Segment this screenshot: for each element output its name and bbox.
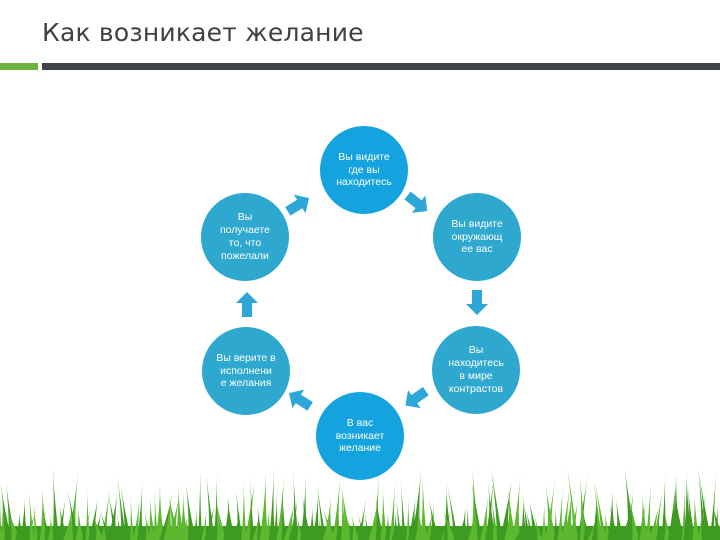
slide-title: Как возникает желание: [42, 18, 364, 47]
node-see-surroundings: Вы видите окружающ ее вас: [433, 193, 521, 281]
node-label: Вы верите в исполнени е желания: [216, 351, 276, 390]
arrow-lower-left-to-upper-left: [236, 292, 258, 317]
node-label: В вас возникает желание: [335, 416, 385, 455]
node-label: Вы видите окружающ ее вас: [451, 217, 503, 256]
arrow-bottom-to-lower-left: [288, 389, 313, 411]
arrow-top-to-right: [404, 191, 428, 213]
node-label: Вы находитесь в мире контрастов: [448, 344, 504, 395]
title-underline-accent: [0, 63, 38, 70]
node-label: Вы видите где вы находитесь: [336, 150, 392, 189]
arrow-upper-left-to-top: [285, 194, 310, 216]
arrow-lower-right-to-bottom: [405, 387, 429, 409]
node-get-what-wished: Вы получаете то, что пожелали: [201, 193, 289, 281]
node-see-where-you-are: Вы видите где вы находитесь: [320, 126, 408, 214]
node-believe-fulfillment: Вы верите в исполнени е желания: [202, 327, 290, 415]
node-label: Вы получаете то, что пожелали: [219, 211, 270, 262]
grass-decoration: [0, 467, 720, 540]
arrow-right-to-lower-right: [466, 290, 488, 315]
node-desire-arises: В вас возникает желание: [316, 392, 404, 480]
title-underline-bar: [42, 63, 720, 70]
node-world-of-contrasts: Вы находитесь в мире контрастов: [432, 326, 520, 414]
